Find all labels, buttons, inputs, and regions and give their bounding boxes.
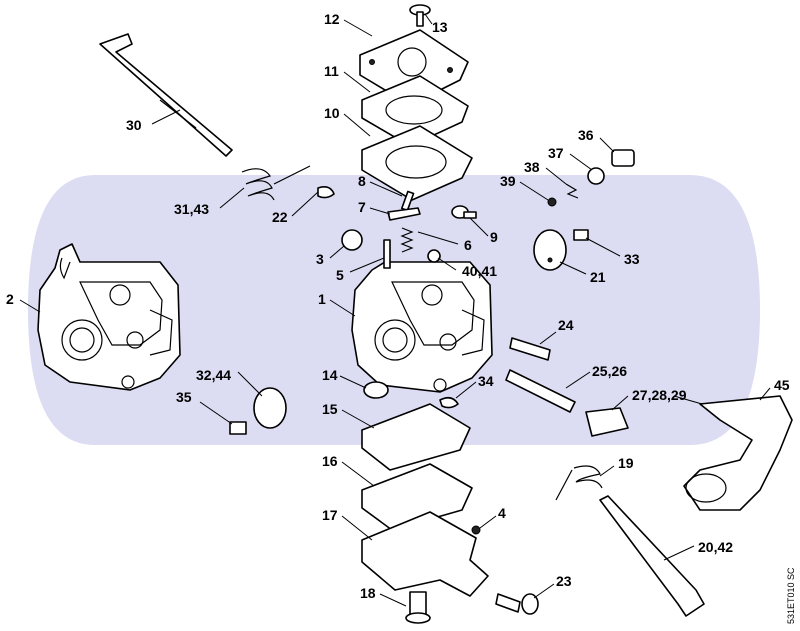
callout-11: 11 [324,63,339,79]
diaphragm-16 [361,463,473,531]
gasket-10 [361,125,473,201]
bracket-45 [683,395,793,511]
callout-37: 37 [548,145,564,161]
spring-6 [400,227,414,253]
spring-31-43 [241,165,311,201]
callout-8: 8 [358,173,366,189]
carburetor-body-1 [351,261,493,393]
callout-24: 24 [558,317,574,333]
screw-35 [229,421,247,435]
gasket-15 [361,403,471,471]
plug-3 [341,229,363,251]
callout-1: 1 [318,291,326,307]
callout-20-42: 20,42 [698,539,733,555]
callout-4: 4 [498,505,506,521]
screw-9 [451,205,477,219]
callout-19: 19 [618,455,634,471]
choke-shaft-20-42 [599,495,705,617]
callout-14: 14 [322,367,338,383]
callout-18: 18 [360,585,376,601]
carburetor-body-2 [37,243,181,391]
clip-22 [317,186,335,199]
disc-32-44 [253,387,287,429]
callout-5: 5 [336,267,344,283]
callout-34: 34 [478,373,494,389]
callout-12: 12 [324,11,340,27]
throttle-shaft-30 [99,33,233,157]
callout-36: 36 [578,127,594,143]
callout-21: 21 [590,269,606,285]
callout-2: 2 [6,291,14,307]
screw-25-26 [505,369,576,413]
callout-10: 10 [324,105,340,121]
callout-33: 33 [624,251,640,267]
callout-38: 38 [524,159,540,175]
clip-34 [439,396,459,409]
screw-13 [409,4,431,27]
cover-17 [361,511,489,597]
diagram-code: 531ET010 SC [786,567,796,624]
screw-23 [495,593,539,615]
callout-45: 45 [774,377,790,393]
callout-9: 9 [490,229,498,245]
callout-23: 23 [556,573,572,589]
callout-30: 30 [126,117,142,133]
screw-33 [573,229,589,241]
screen-40-41 [427,249,441,263]
plug-36 [611,149,635,167]
callout-35: 35 [176,389,192,405]
spring-19 [555,465,603,501]
part-27-28-29 [585,407,629,437]
callout-40-41: 40,41 [462,263,497,279]
leader-lines [19,13,771,607]
ball-39 [547,197,557,207]
callout-7: 7 [358,199,366,215]
callout-15: 15 [322,401,338,417]
pump-cover-12 [359,29,469,106]
callout-3: 3 [316,251,324,267]
screw-24 [509,337,551,361]
callout-labels: 12 13 11 10 30 36 37 38 39 8 7 9 31,43 2… [6,11,790,601]
spring-38 [565,183,579,199]
screen-14 [363,381,389,399]
callout-16: 16 [322,453,338,469]
callout-27-28-29: 27,28,29 [632,387,687,403]
disc-21 [533,229,567,271]
callout-6: 6 [464,237,472,253]
needle-5 [383,239,391,269]
callout-39: 39 [500,173,516,189]
screw-18 [405,591,431,624]
callout-31-43: 31,43 [174,201,209,217]
callout-22: 22 [272,209,288,225]
lever-7 [387,207,421,221]
pump-diaphragm-11 [361,75,469,147]
callout-32-44: 32,44 [196,367,231,383]
callout-17: 17 [322,507,338,523]
o-ring-37 [587,167,605,185]
callout-25-26: 25,26 [592,363,627,379]
callout-13: 13 [432,19,448,35]
ball-4 [471,525,481,535]
